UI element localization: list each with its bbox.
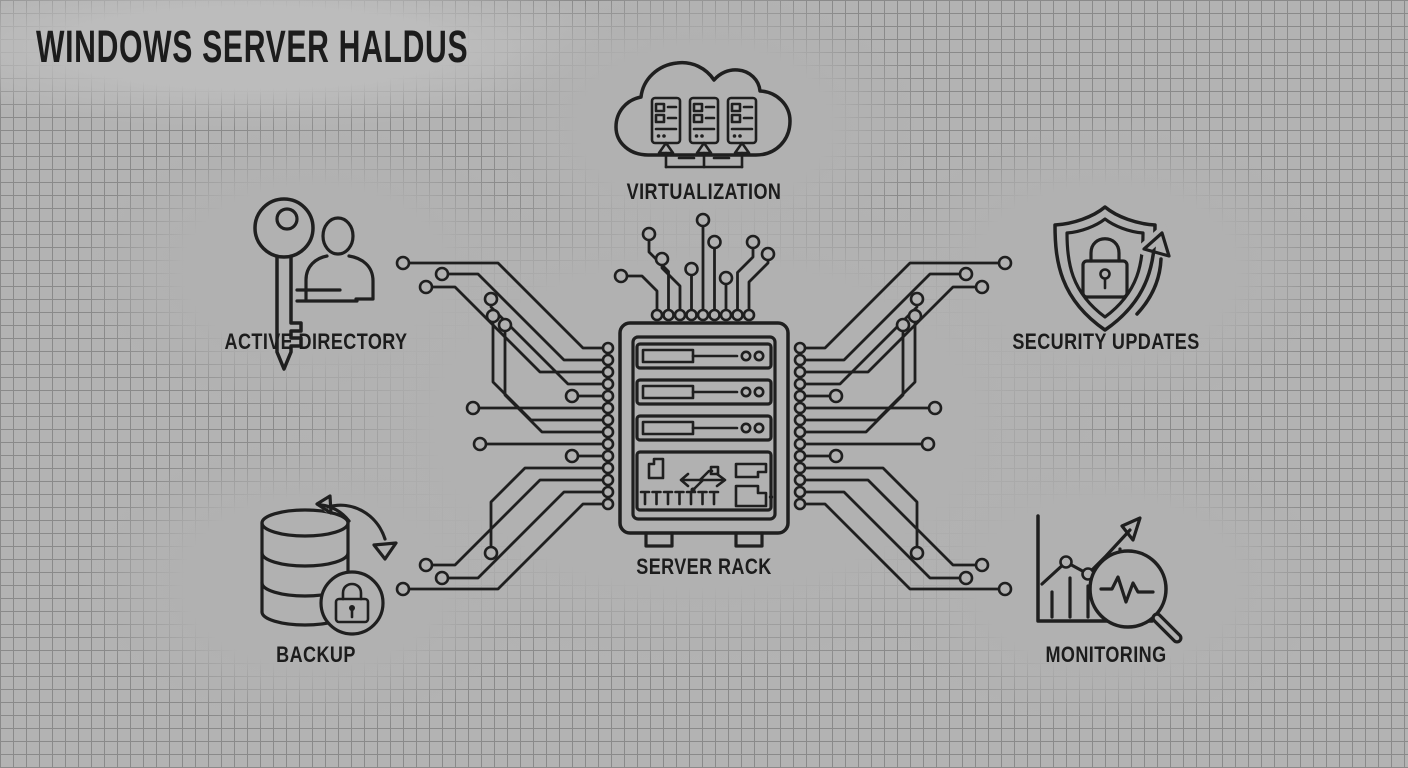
label-server-rack: SERVER RACK — [636, 554, 772, 579]
page-title: WINDOWS SERVER HALDUS — [36, 21, 469, 72]
user-silhouette-icon — [295, 216, 375, 303]
circuit-traces-right — [793, 255, 1013, 597]
sync-arrow-icon — [315, 494, 398, 561]
shield-lock-refresh-icon — [1053, 205, 1175, 332]
circuit-traces-left — [395, 255, 615, 597]
database-sync-lock-icon — [260, 494, 398, 636]
label-virtualization: VIRTUALIZATION — [626, 179, 782, 204]
port-icon — [734, 484, 768, 508]
drive-icon — [647, 457, 665, 480]
label-security-updates: SECURITY UPDATES — [1012, 329, 1200, 354]
key-user-icon — [253, 197, 375, 371]
magnifier-lens-icon — [1088, 549, 1168, 629]
pulse-line-icon — [1099, 575, 1155, 604]
up-arrows-icon — [657, 141, 751, 169]
label-monitoring: MONITORING — [1045, 642, 1167, 667]
usb-icon — [679, 465, 727, 493]
trend-arrow-icon — [1120, 516, 1142, 542]
circuit-traces-top — [613, 212, 776, 322]
pin-row-icon — [639, 490, 720, 506]
cloud-servers-icon — [614, 60, 792, 169]
port-icon — [734, 462, 768, 479]
lock-badge-icon — [319, 570, 385, 636]
label-active-directory: ACTIVE DIRECTORY — [224, 329, 408, 354]
label-backup: BACKUP — [276, 642, 356, 667]
chart-magnifier-icon — [1036, 514, 1183, 644]
server-rack-icon — [618, 321, 790, 548]
